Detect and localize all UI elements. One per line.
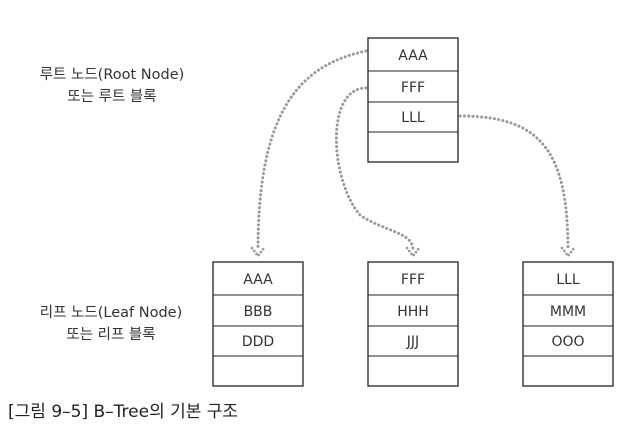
root-node-label-line2: 또는 루트 블록 [67, 88, 156, 105]
root-node-label-line1: 루트 노드(Root Node) [40, 67, 185, 83]
leaf3-key-3: OOO [551, 334, 584, 350]
leaf-node-label-line1: 리프 노드(Leaf Node) [40, 304, 182, 321]
leaf1-key-2: BBB [244, 304, 273, 320]
leaf-node-label-line2: 또는 리프 블록 [66, 326, 155, 343]
leaf-block-3: LLL MMM OOO [522, 261, 614, 387]
pointer-aaa-to-leaf1 [250, 49, 368, 258]
leaf-block-1: AAA BBB DDD [212, 261, 304, 387]
root-key-1: AAA [398, 48, 428, 64]
leaf2-key-3: JJJ [406, 334, 419, 350]
root-block: AAA FFF LLL [367, 37, 459, 163]
pointer-lll-to-leaf3 [458, 114, 576, 258]
root-key-3: LLL [401, 110, 425, 126]
leaf3-key-1: LLL [556, 272, 580, 288]
leaf3-key-2: MMM [550, 304, 586, 320]
root-key-2: FFF [401, 80, 425, 96]
figure-caption: [그림 9–5] B–Tree의 기본 구조 [8, 402, 238, 422]
pointer-fff-to-leaf2 [334, 86, 421, 258]
leaf2-key-1: FFF [401, 272, 425, 288]
leaf1-key-1: AAA [243, 272, 273, 288]
leaf2-key-2: HHH [397, 304, 429, 320]
leaf1-key-3: DDD [242, 334, 274, 350]
leaf-block-2: FFF HHH JJJ [367, 261, 459, 387]
